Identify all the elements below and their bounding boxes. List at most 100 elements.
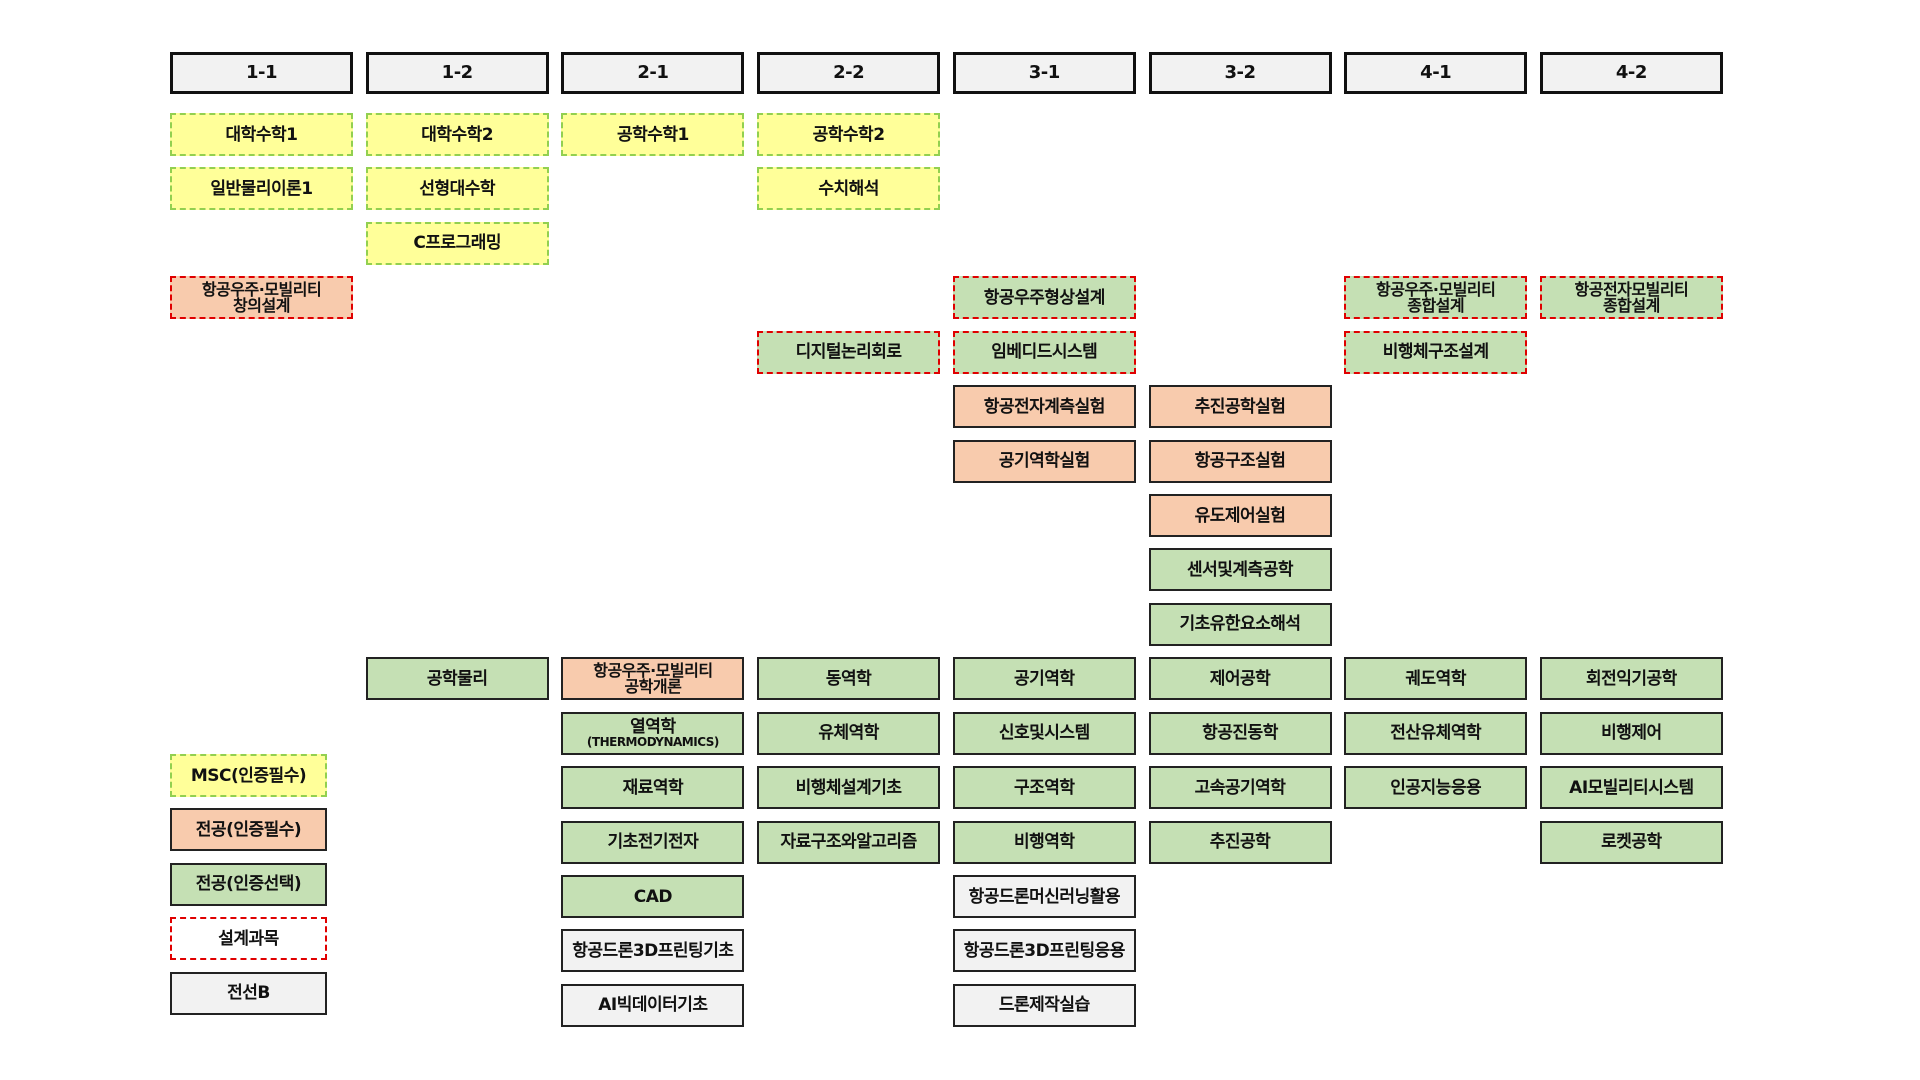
course-box-수치해석: 수치해석 bbox=[757, 167, 941, 211]
course-name-line: 항공우주·모빌리티 bbox=[201, 279, 322, 299]
course-name-line: AI모빌리티시스템 bbox=[1569, 777, 1694, 798]
course-box-대학수학2: 대학수학2 bbox=[365, 113, 549, 156]
course-name-line: 공기역학실험 bbox=[998, 451, 1090, 472]
course-box-항공구조실험: 항공구조실험 bbox=[1148, 439, 1332, 483]
course-box-C프로그래밍: C프로그래밍 bbox=[365, 221, 549, 265]
legend-item-design: 설계과목 bbox=[170, 917, 327, 961]
course-name-line: 대학수학1 bbox=[225, 124, 298, 145]
course-box-공학수학2: 공학수학2 bbox=[757, 113, 941, 156]
course-box-선형대수학: 선형대수학 bbox=[365, 167, 549, 211]
course-name-line: 공기역학 bbox=[1014, 668, 1075, 689]
course-box-열역학: 열역학(THERMODYNAMICS) bbox=[561, 711, 745, 755]
semester-header-3-1: 3-1 bbox=[952, 52, 1136, 94]
legend-item-sel: 전공(인증선택) bbox=[170, 862, 327, 906]
course-name-line: 열역학 bbox=[630, 716, 676, 737]
course-name-line: CAD bbox=[633, 886, 673, 907]
course-name-line: 비행역학 bbox=[1014, 832, 1075, 853]
course-box-항공드론머신러닝활용: 항공드론머신러닝활용 bbox=[952, 875, 1136, 919]
course-name-line: 항공구조실험 bbox=[1194, 451, 1286, 472]
course-box-동역학: 동역학 bbox=[757, 657, 941, 701]
course-name-line: 일반물리이론1 bbox=[210, 178, 313, 199]
course-box-재료역학: 재료역학 bbox=[561, 766, 745, 810]
course-box-공학수학1: 공학수학1 bbox=[561, 113, 745, 156]
course-box-항공우주형상설계: 항공우주형상설계 bbox=[952, 276, 1136, 320]
course-name-line: 재료역학 bbox=[622, 777, 684, 798]
course-name-line: 유체역학 bbox=[818, 723, 879, 744]
course-name-line: 선형대수학 bbox=[419, 178, 496, 199]
legend-item-req: 전공(인증필수) bbox=[170, 808, 327, 852]
course-name-line: 추진공학실험 bbox=[1194, 396, 1286, 417]
semester-header-1-2: 1-2 bbox=[365, 52, 549, 94]
course-name-line: 로켓공학 bbox=[1601, 832, 1662, 853]
course-box-비행체설계기초: 비행체설계기초 bbox=[757, 766, 941, 810]
course-box-비행역학: 비행역학 bbox=[952, 820, 1136, 864]
course-name-line: C프로그래밍 bbox=[413, 233, 502, 254]
course-name-line: 항공우주형상설계 bbox=[983, 287, 1106, 308]
course-box-AI모빌리티시스템: AI모빌리티시스템 bbox=[1539, 766, 1723, 810]
course-box-자료구조와알고리즘: 자료구조와알고리즘 bbox=[757, 820, 941, 864]
course-name-line: 항공진동학 bbox=[1202, 723, 1278, 744]
semester-header-2-1: 2-1 bbox=[561, 52, 745, 94]
course-name-line: 공학개론 bbox=[624, 676, 682, 696]
course-name-line: 인공지능응용 bbox=[1390, 777, 1482, 798]
course-box-대학수학1: 대학수학1 bbox=[170, 113, 353, 156]
course-name-line: 기초전기전자 bbox=[607, 832, 699, 853]
semester-header-2-2: 2-2 bbox=[757, 52, 941, 94]
course-name-line: 동역학 bbox=[825, 668, 872, 689]
course-box-회전익기공학: 회전익기공학 bbox=[1539, 657, 1723, 701]
course-name-line: 창의설계 bbox=[233, 295, 290, 315]
course-name-line: 항공전자모빌리티 bbox=[1574, 279, 1689, 299]
course-box-제어공학: 제어공학 bbox=[1148, 657, 1332, 701]
course-box-공학물리: 공학물리 bbox=[365, 657, 549, 701]
course-box-비행체구조설계: 비행체구조설계 bbox=[1344, 330, 1528, 374]
course-name-line: 구조역학 bbox=[1014, 777, 1075, 798]
course-name-line: 공학수학2 bbox=[812, 124, 885, 145]
course-box-고속공기역학: 고속공기역학 bbox=[1148, 766, 1332, 810]
semester-header-4-1: 4-1 bbox=[1344, 52, 1528, 94]
course-name-line: 회전익기공학 bbox=[1585, 668, 1677, 689]
course-name-line: 전산유체역학 bbox=[1390, 723, 1482, 744]
course-name-line: 항공우주·모빌리티 bbox=[593, 660, 713, 680]
semester-header-1-1: 1-1 bbox=[170, 52, 353, 94]
course-name-line: 신호및시스템 bbox=[998, 723, 1090, 744]
course-name-line: AI빅데이터기초 bbox=[598, 995, 708, 1016]
course-name-line: 항공드론3D프린팅응용 bbox=[963, 940, 1126, 961]
course-name-line: 고속공기역학 bbox=[1194, 777, 1286, 798]
course-name-line: 비행제어 bbox=[1601, 723, 1662, 744]
course-box-디지털논리회로: 디지털논리회로 bbox=[757, 330, 941, 374]
course-box-CAD: CAD bbox=[561, 875, 745, 919]
course-box-구조역학: 구조역학 bbox=[952, 766, 1136, 810]
course-name-line: 수치해석 bbox=[818, 178, 879, 199]
course-box-전산유체역학: 전산유체역학 bbox=[1344, 711, 1528, 755]
course-box-신호및시스템: 신호및시스템 bbox=[952, 711, 1136, 755]
course-box-추진공학: 추진공학 bbox=[1148, 820, 1332, 864]
course-name-line: 항공드론3D프린팅기초 bbox=[572, 940, 734, 961]
course-box-일반물리이론1: 일반물리이론1 bbox=[170, 167, 353, 211]
course-name-line: 디지털논리회로 bbox=[795, 342, 902, 363]
course-name-line: 추진공학 bbox=[1209, 832, 1271, 853]
course-box-로켓공학: 로켓공학 bbox=[1539, 820, 1723, 864]
course-name-line: 공학물리 bbox=[426, 668, 488, 689]
course-name-line: 자료구조와알고리즘 bbox=[780, 832, 917, 853]
course-name-line: 종합설계 bbox=[1407, 295, 1465, 315]
course-box-인공지능응용: 인공지능응용 bbox=[1344, 766, 1528, 810]
course-name-line: 비행체설계기초 bbox=[795, 777, 902, 798]
course-name-line: 드론제작실습 bbox=[998, 995, 1090, 1016]
course-name-line: 기초유한요소해석 bbox=[1179, 614, 1301, 635]
course-box-드론제작실습: 드론제작실습 bbox=[952, 983, 1136, 1027]
course-subtitle: (THERMODYNAMICS) bbox=[586, 734, 719, 749]
course-name-line: 제어공학 bbox=[1209, 668, 1271, 689]
course-box-유도제어실험: 유도제어실험 bbox=[1148, 494, 1332, 537]
course-box-기초전기전자: 기초전기전자 bbox=[561, 820, 745, 864]
course-name-line: 항공전자계측실험 bbox=[983, 396, 1106, 417]
course-name-line: 센서및계측공학 bbox=[1187, 559, 1293, 580]
course-name-line: 임베디드시스템 bbox=[991, 342, 1098, 363]
course-box-추진공학실험: 추진공학실험 bbox=[1148, 385, 1332, 429]
course-box-공기역학실험: 공기역학실험 bbox=[952, 439, 1136, 483]
course-name-line: 항공드론머신러닝활용 bbox=[968, 886, 1121, 907]
course-name-line: 공학수학1 bbox=[616, 124, 689, 145]
semester-header-4-2: 4-2 bbox=[1539, 52, 1723, 94]
